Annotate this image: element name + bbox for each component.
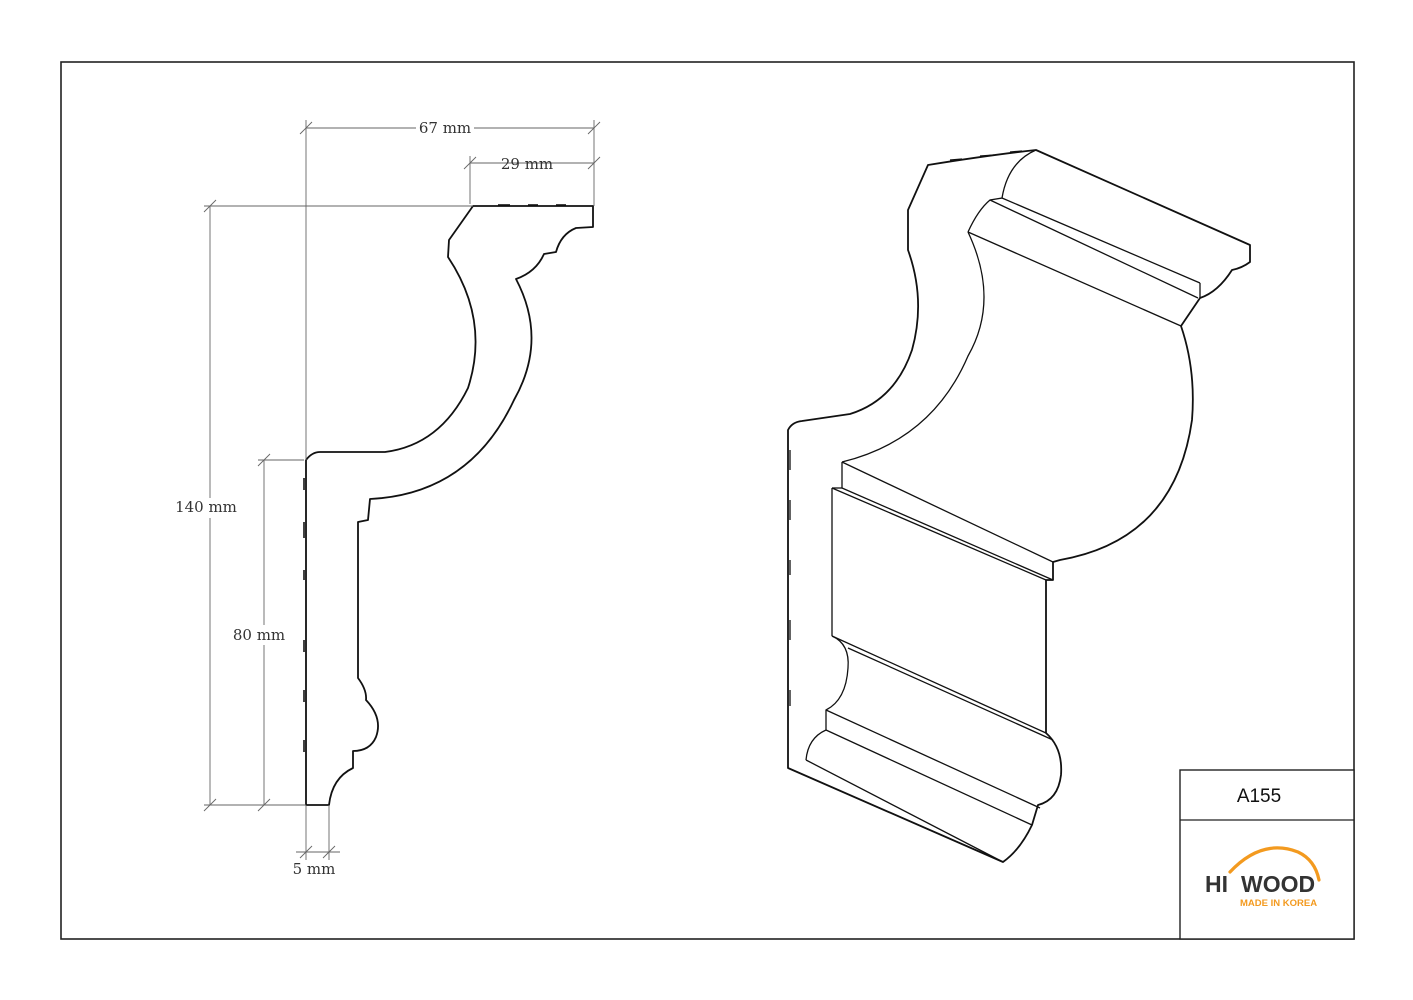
dim-thickness-label: 5 mm	[293, 860, 336, 878]
iso-outline	[787, 149, 1251, 863]
hiwood-logo: HI WOOD MADE IN KOREA	[1205, 846, 1321, 909]
isometric-view	[787, 149, 1251, 863]
profile-outline	[305, 205, 594, 806]
dim-height-total-label: 140 mm	[175, 498, 237, 516]
drawing-border	[60, 61, 1355, 940]
logo-tagline: MADE IN KOREA	[1240, 898, 1317, 909]
profile-section	[303, 204, 594, 806]
logo-brand-hi: HI	[1205, 871, 1228, 897]
title-block-frame	[1179, 769, 1355, 940]
logo-arc-icon	[1228, 846, 1321, 882]
dim-width-top-label: 29 mm	[501, 155, 553, 173]
product-code: A155	[1237, 786, 1281, 807]
logo-brand-wood: WOOD	[1241, 871, 1315, 897]
dim-height-lower-label: 80 mm	[233, 626, 285, 644]
title-block: A155 HI WOOD MADE IN KOREA	[1179, 769, 1355, 940]
dimension-lines	[203, 120, 601, 860]
iso-detail-lines	[789, 149, 1201, 863]
dim-width-total-label: 67 mm	[419, 119, 471, 137]
